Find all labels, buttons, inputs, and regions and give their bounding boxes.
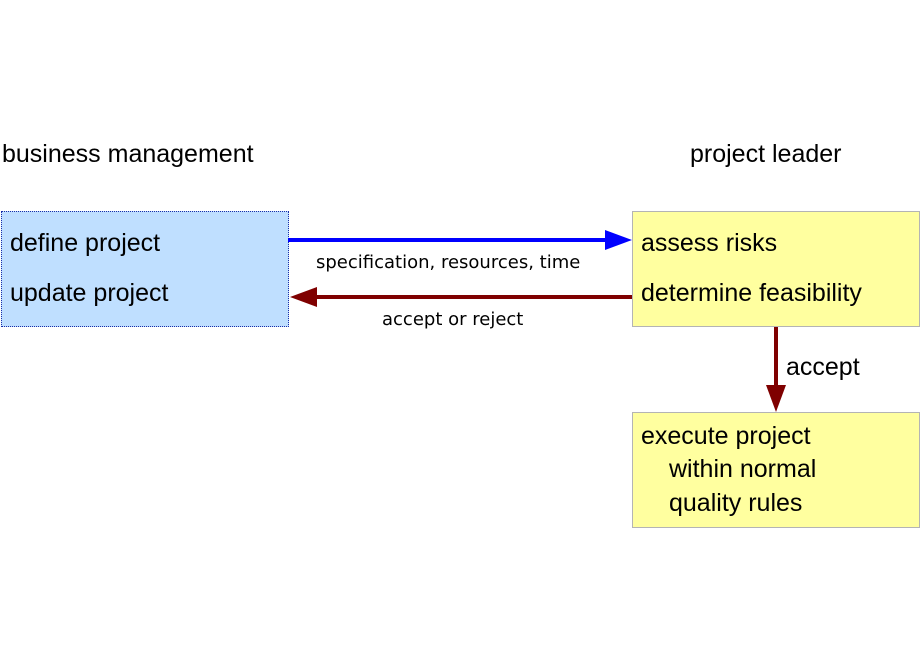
response-arrow-head — [290, 287, 317, 307]
project-leader-heading: project leader — [690, 140, 842, 168]
request-arrow — [288, 230, 632, 250]
define-project-text: define project — [10, 229, 161, 257]
request-arrow-head — [605, 230, 632, 250]
update-project-text: update project — [10, 279, 169, 307]
approve-arrow-label: accept — [786, 353, 860, 381]
response-arrow-label: accept or reject — [382, 309, 524, 330]
approve-arrow — [766, 327, 786, 412]
response-arrow — [290, 287, 632, 307]
execute-project-text: execute project — [641, 422, 811, 450]
within-normal-text: within normal — [669, 455, 817, 483]
assess-risks-text: assess risks — [641, 229, 778, 257]
business-management-heading: business management — [2, 140, 254, 168]
project-leader-assessment-box: assess risks determine feasibility — [632, 211, 920, 327]
approve-arrow-head — [766, 385, 786, 412]
business-management-box: define project update project — [1, 211, 289, 327]
quality-rules-text: quality rules — [669, 489, 803, 517]
request-arrow-label: specification, resources, time — [316, 252, 581, 273]
determine-feasibility-text: determine feasibility — [641, 279, 862, 307]
execute-project-box: execute project within normal quality ru… — [632, 412, 920, 528]
